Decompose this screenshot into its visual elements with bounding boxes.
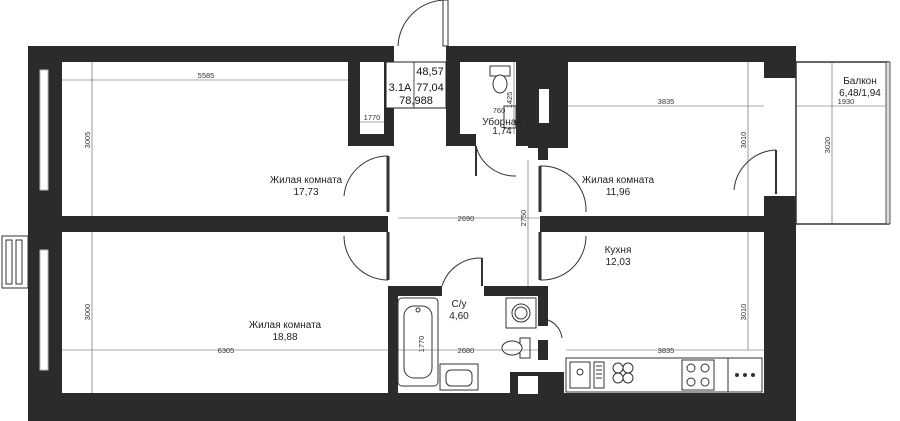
door-wc[interactable] [475,145,517,177]
room-labels: Жилая комната 17,73 Жилая комната 11,96 … [249,76,881,343]
wall-niche-left [348,62,360,146]
room-bath-name: С/у [452,299,467,310]
room-balcony-area: 6,48/1,94 [839,88,881,99]
dim-3000: 3000 [83,304,92,321]
room-living3-area: 18,88 [272,332,297,343]
dim-3010-bottom: 3010 [739,304,748,321]
fixtures [397,65,763,393]
shaft-opening [537,87,551,125]
unit-total-area: 77,04 [416,82,444,94]
door-living1[interactable] [343,155,389,197]
room-wc-name: Уборная [482,116,521,128]
room-kitchen-area: 12,03 [605,257,630,268]
kitchen-sink-icon [569,361,605,389]
dim-1770-top: 1770 [364,113,381,122]
wall-right-top-b [780,46,796,78]
wall-niche-bottom [348,134,394,146]
entrance-door[interactable] [397,0,449,47]
door-kitchen[interactable] [539,235,587,281]
room-living2-area: 11,96 [606,187,631,198]
wall-wc-bottom-left [446,134,476,146]
room-wc-area: 1,74 [492,126,512,137]
dimension-labels: 5585 3005 1770 1425 760 3835 3010 1930 3… [83,71,854,355]
window-left-lower [39,249,49,371]
wall-bath-top-right [484,286,548,296]
dim-760: 760 [493,106,506,115]
windows [39,69,49,371]
wall-wc-left [446,46,460,146]
wall-bath-right-upper [538,286,548,326]
left-radiator [1,235,29,289]
door-bath[interactable] [441,257,483,287]
dim-3835-top: 3835 [658,97,675,106]
wall-bath-right-lower [538,340,548,360]
room-balcony-name: Балкон [843,76,877,87]
dishwasher-icon [612,362,634,384]
dim-6305: 6305 [218,346,235,355]
dim-3005: 3005 [83,132,92,149]
fridge-icon [727,357,763,393]
dim-1425: 1425 [505,92,514,109]
window-left-upper [39,69,49,191]
bathtub-icon [397,297,439,387]
wall-wc-right [516,62,528,146]
door-living2[interactable] [539,165,587,213]
wall-bath-left [388,286,398,393]
door-balcony[interactable] [733,149,777,191]
unit-code: 3.1А [389,82,412,94]
bath-shaft-opening [518,376,538,394]
dim-3010-top: 3010 [739,132,748,149]
dim-2690: 2690 [458,214,475,223]
wall-top-right [446,46,796,62]
unit-summary-box: 3.1А 48,57 77,04 78,988 [385,61,447,109]
balcony [795,61,891,225]
dim-3835-bottom: 3835 [658,346,675,355]
door-living3[interactable] [343,235,389,281]
dimension-lines [62,62,886,393]
wall-bath-top-left [388,286,442,296]
bath-sink-icon [439,363,479,391]
bath-toilet-icon [501,337,531,359]
cooktop-icon [681,359,715,391]
dim-2680: 2680 [458,346,475,355]
wall-bottom [28,393,796,421]
doors [343,145,777,339]
wall-living-divider [62,216,388,232]
room-living1-name: Жилая комната [270,175,343,186]
wall-right-divider [540,216,764,232]
room-bath-area: 4,60 [449,311,469,322]
wall-top-left [28,46,394,62]
room-kitchen-name: Кухня [605,245,632,256]
dim-1930: 1930 [838,97,855,106]
wc-sink-icon [503,105,517,129]
balcony-frame [795,61,889,225]
dim-2750: 2750 [519,210,528,227]
dim-5585: 5585 [198,71,215,80]
unit-total-with-balcony: 78,988 [399,95,433,107]
balcony-rail [885,61,891,225]
room-living3-name: Жилая комната [249,320,322,331]
room-living1-area: 17,73 [293,187,318,198]
wall-shaft-stub [538,146,548,160]
room-living2-name: Жилая комната [582,175,655,186]
wc-toilet-icon [489,65,511,94]
door-bath-side [547,319,563,339]
unit-living-area: 48,57 [416,66,444,78]
dim-3020: 3020 [823,137,832,154]
dim-1770-tub: 1770 [417,336,426,353]
wall-right-bottom-b [780,196,796,421]
washing-machine-icon [505,297,537,329]
